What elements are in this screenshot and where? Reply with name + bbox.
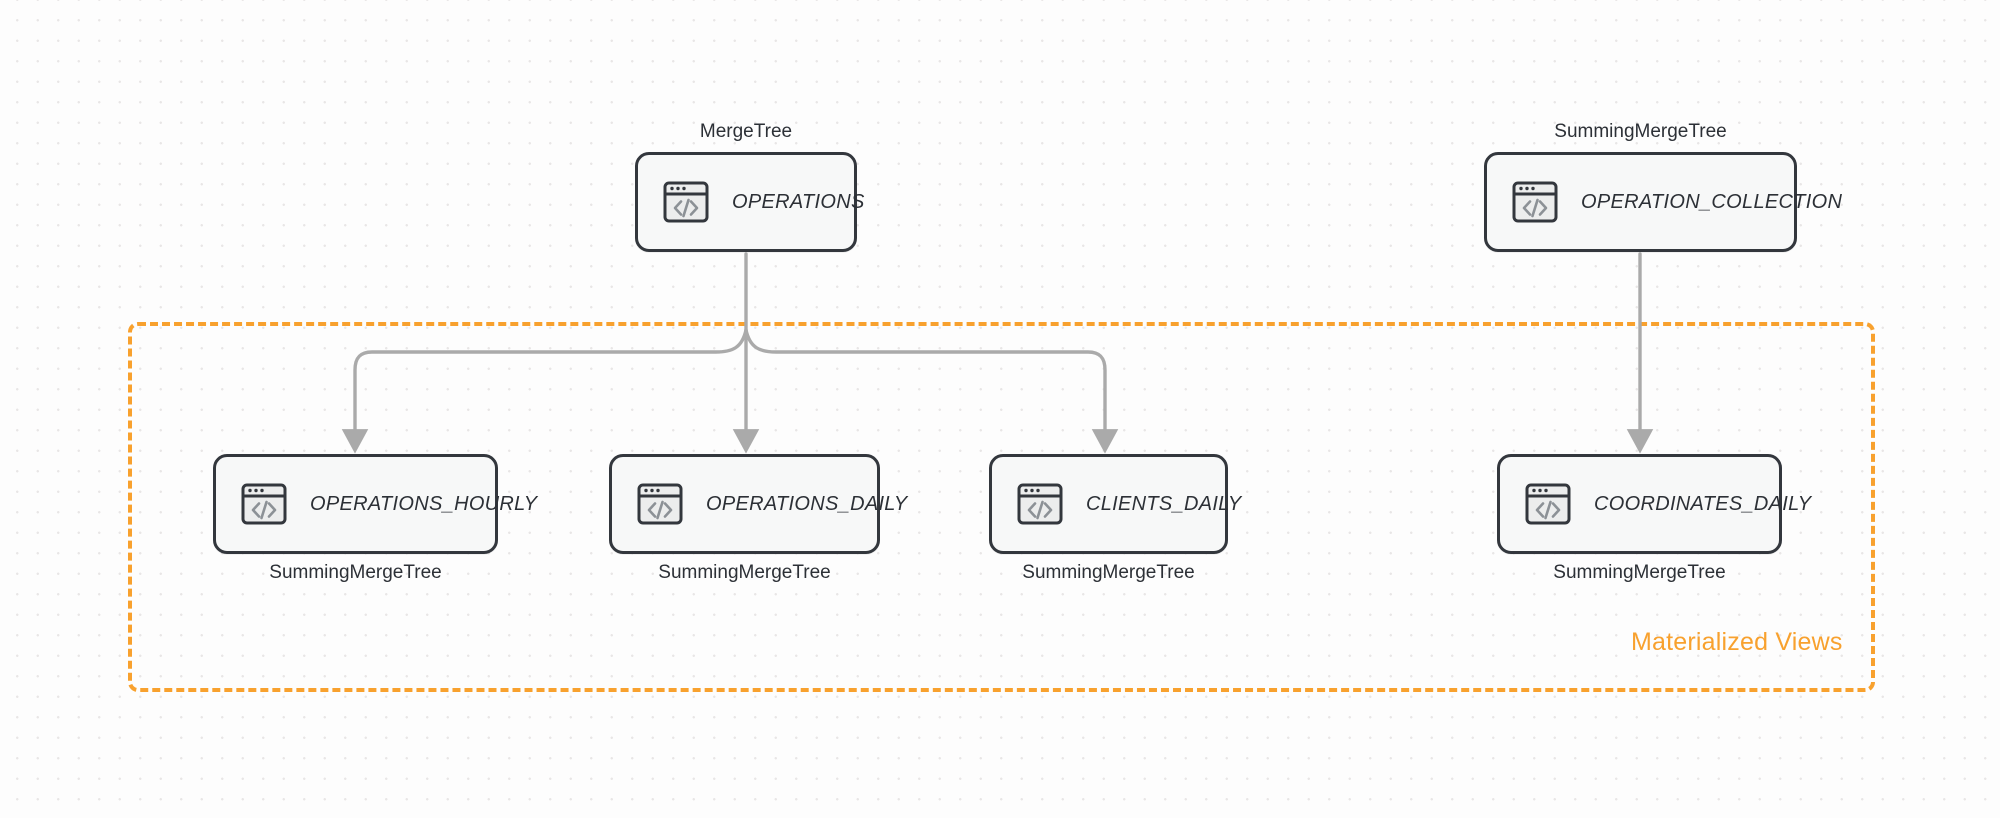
code-window-icon	[1511, 178, 1559, 226]
node-clients-daily[interactable]: CLIENTS_DAILY	[989, 454, 1241, 554]
caption-operations-hourly-engine: SummingMergeTree	[269, 562, 442, 583]
code-window-icon	[636, 480, 684, 528]
node-operations-hourly-label: OPERATIONS_HOURLY	[310, 492, 538, 515]
caption-operations-daily-engine: SummingMergeTree	[658, 562, 831, 583]
node-operation-collection[interactable]: OPERATION_COLLECTION	[1484, 152, 1842, 252]
node-clients-daily-label: CLIENTS_DAILY	[1086, 492, 1242, 515]
materialized-views-group-label: Materialized Views	[1631, 628, 1843, 656]
caption-coordinates-daily-engine: SummingMergeTree	[1553, 562, 1726, 583]
code-window-icon	[1524, 480, 1572, 528]
node-operations[interactable]: OPERATIONS	[635, 152, 864, 252]
code-window-icon	[662, 178, 710, 226]
node-operations-daily-label: OPERATIONS_DAILY	[706, 492, 908, 515]
node-operation-collection-label: OPERATION_COLLECTION	[1581, 190, 1843, 213]
node-operations-hourly[interactable]: OPERATIONS_HOURLY	[213, 454, 537, 554]
code-window-icon	[240, 480, 288, 528]
caption-clients-daily-engine: SummingMergeTree	[1022, 562, 1195, 583]
caption-operation-collection-engine: SummingMergeTree	[1554, 121, 1727, 142]
caption-operations-engine: MergeTree	[699, 121, 793, 142]
materialized-views-group	[128, 322, 1875, 692]
code-window-icon	[1016, 480, 1064, 528]
node-operations-label: OPERATIONS	[732, 190, 865, 213]
node-operations-daily[interactable]: OPERATIONS_DAILY	[609, 454, 907, 554]
node-coordinates-daily-label: COORDINATES_DAILY	[1594, 492, 1812, 515]
node-coordinates-daily[interactable]: COORDINATES_DAILY	[1497, 454, 1811, 554]
